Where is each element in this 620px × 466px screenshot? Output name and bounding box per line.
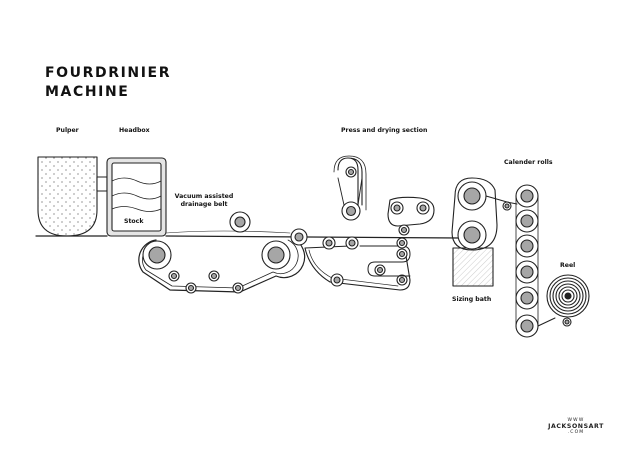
label-headbox: Headbox	[119, 127, 150, 134]
calender-stack	[515, 184, 539, 338]
size-press-bottom-core	[463, 226, 481, 244]
paper-web	[35, 235, 461, 239]
label-press: Press and drying section	[341, 127, 428, 134]
belt-small-1-core	[170, 272, 178, 280]
belt-small-2-core	[210, 272, 218, 280]
headbox-stock	[111, 177, 162, 212]
label-pulper: Pulper	[56, 127, 79, 134]
transfer-roll-core	[294, 232, 304, 242]
page-title: FOURDRINIER MACHINE	[45, 64, 171, 102]
press-lower-roll-5-core	[398, 276, 406, 284]
title-line-1: FOURDRINIER	[45, 65, 172, 81]
label-reel: Reel	[560, 262, 576, 269]
stamp-brand: JACKSONSART	[548, 423, 604, 430]
size-press-belt	[451, 177, 498, 251]
serp-roll-1-core	[398, 250, 406, 258]
jacksonsart-stamp: WWW JACKSONSART .COM	[548, 418, 604, 435]
pulper-connector	[96, 176, 108, 192]
belt-small-3-core	[187, 284, 195, 292]
label-sizing: Sizing bath	[452, 296, 492, 303]
reel-guide-core	[564, 319, 570, 325]
belt-small-4-core	[234, 284, 242, 292]
press-lower-roll-2-core	[348, 239, 356, 247]
dryer-roll-2-core	[419, 204, 427, 212]
press-lower-roll-1-core	[325, 239, 333, 247]
stamp-bottom: .COM	[567, 430, 585, 435]
dryer-roll-1-core	[393, 204, 401, 212]
web-to-reel	[537, 317, 556, 327]
press-felt-upper-2	[333, 155, 367, 211]
drainage-belt	[138, 237, 306, 293]
label-vacuum-line-2: drainage belt	[180, 200, 228, 208]
sizing-bath-tank	[452, 247, 494, 287]
dryer-roll-3-core	[400, 226, 408, 234]
label-stock: Stock	[124, 218, 144, 225]
press-upper-roll-core	[345, 205, 357, 217]
size-press-top-core	[463, 187, 481, 205]
press-felt-upper	[337, 157, 363, 211]
label-vacuum: Vacuum assisted drainage belt	[172, 193, 236, 208]
headbox-inner	[111, 162, 162, 232]
label-vacuum-line-1: Vacuum assisted	[174, 193, 234, 200]
press-lower-roll-3-core	[333, 276, 341, 284]
reel-roll	[546, 274, 590, 318]
vacuum-roll-core	[234, 216, 246, 228]
belt-roller-left-core	[148, 246, 166, 264]
dryer-roll-4-core	[398, 239, 406, 247]
web-to-calender	[485, 195, 518, 205]
press-felt-lower	[304, 245, 411, 291]
pulper-tank	[37, 156, 98, 237]
press-web-serpentine	[359, 245, 411, 277]
belt-roller-right-core	[267, 246, 285, 264]
press-felt-down	[337, 177, 363, 206]
press-top-roll-core	[347, 168, 355, 176]
label-calender: Calender rolls	[504, 159, 553, 166]
title-line-2: MACHINE	[45, 84, 130, 100]
stamp-top: WWW	[567, 418, 585, 423]
press-lower-roll-4-core	[376, 266, 384, 274]
size-guide-roll-core	[504, 203, 510, 209]
paper-web-wavy	[165, 230, 291, 234]
dryer-felt	[387, 196, 435, 227]
